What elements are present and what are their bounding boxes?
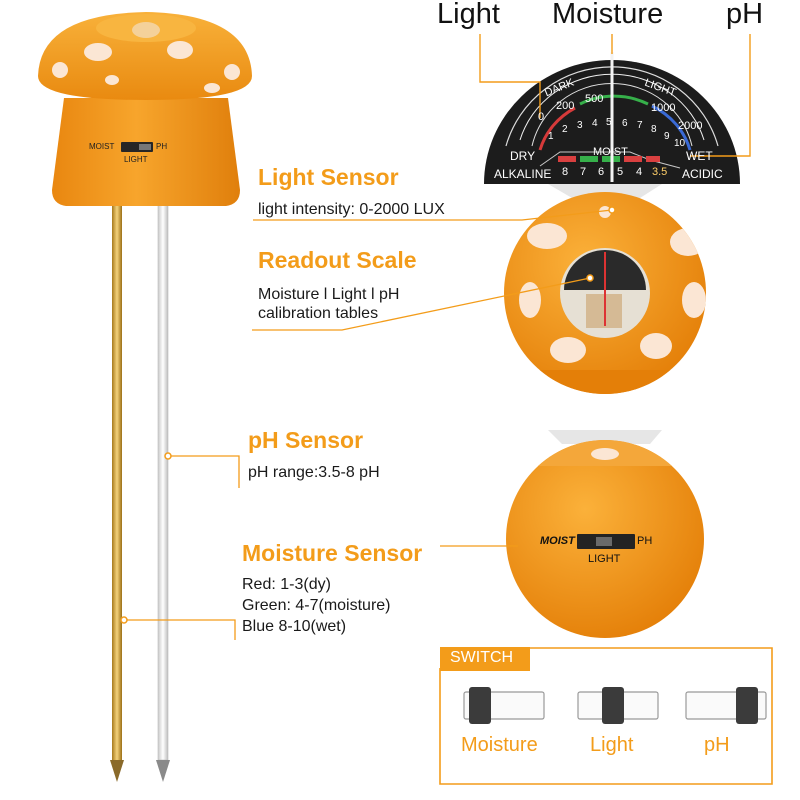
switch-label-ph: pH [704, 734, 730, 756]
callout-lines [124, 209, 613, 640]
mushroom-device [38, 12, 252, 206]
gold-probe [110, 200, 124, 782]
top-label-light: Light [437, 0, 500, 30]
switch-label-moisture: Moisture [461, 734, 538, 756]
light-sensor-title: Light Sensor [258, 164, 399, 190]
gauge-moist-3: 3 [577, 120, 583, 131]
moisture-sensor-line-3: Blue 8-10(wet) [242, 618, 347, 635]
gauge-dry: DRY [510, 149, 536, 163]
top-label-moisture: Moisture [552, 0, 664, 30]
beam-1 [548, 184, 662, 198]
zoom-switch-view [506, 440, 704, 638]
zoom-top-view [504, 192, 706, 394]
zoom-label-ph: PH [637, 535, 653, 547]
gauge-moist-7: 7 [637, 120, 643, 131]
zoom-label-light: LIGHT [588, 553, 621, 565]
light-sensor-desc: light intensity: 0-2000 LUX [258, 201, 445, 218]
ph-sensor-title: pH Sensor [248, 427, 364, 453]
gauge-alkaline: ALKALINE [494, 167, 552, 181]
switch-panel-title: SWITCH [450, 649, 514, 666]
gauge-lux-0: 0 [538, 111, 545, 123]
gauge-dial [484, 52, 740, 184]
switch-state-moisture [463, 687, 545, 724]
moisture-sensor-line-2: Green: 4-7(moisture) [242, 597, 391, 614]
gauge-moist: MOIST [593, 146, 628, 158]
gauge-moist-6: 6 [622, 118, 628, 129]
silver-probe [156, 199, 170, 782]
gauge-lux-500: 500 [585, 93, 604, 105]
gauge-lux-1000: 1000 [651, 102, 676, 114]
readout-scale-line-2: calibration tables [258, 305, 379, 322]
gauge-wet: WET [686, 149, 713, 163]
switch-label-light: Light [590, 734, 634, 756]
top-label-ph: pH [726, 0, 764, 30]
device-label-ph: PH [156, 142, 168, 151]
gauge-lux-200: 200 [556, 100, 575, 112]
device-label-light: LIGHT [124, 155, 148, 164]
ph-sensor-desc: pH range:3.5-8 pH [248, 464, 380, 481]
gauge-lux-2000: 2000 [678, 120, 703, 132]
callout-dots [120, 206, 616, 624]
gauge-acidic: ACIDIC [682, 167, 723, 181]
readout-scale-title: Readout Scale [258, 247, 417, 273]
switch-state-ph [685, 687, 767, 724]
zoom-label-moist: MOIST [540, 535, 575, 547]
gauge-moist-10: 10 [674, 138, 686, 149]
switch-state-light [577, 687, 659, 724]
gauge-moist-8: 8 [651, 124, 657, 135]
gauge-moist-5: 5 [606, 117, 612, 128]
moisture-sensor-line-1: Red: 1-3(dy) [242, 576, 331, 593]
beam-2 [548, 430, 662, 444]
gauge-moist-4: 4 [592, 118, 598, 129]
gauge-ph-7: 7 [580, 166, 587, 178]
top-callout-lines [479, 34, 751, 157]
moisture-sensor-title: Moisture Sensor [242, 540, 423, 566]
gauge-ph-8: 8 [562, 166, 569, 178]
gauge-ph-6: 6 [598, 166, 605, 178]
gauge-moist-1: 1 [548, 131, 554, 142]
readout-scale-line-1: Moisture l Light l pH [258, 286, 400, 303]
gauge-ph-5: 5 [617, 166, 624, 178]
gauge-moist-2: 2 [562, 124, 568, 135]
gauge-ph-4: 4 [636, 166, 643, 178]
device-label-moist: MOIST [89, 142, 115, 151]
gauge-ph-3-5: 3.5 [652, 166, 668, 178]
gauge-moist-9: 9 [664, 131, 670, 142]
switch-panel-frame [439, 647, 773, 785]
